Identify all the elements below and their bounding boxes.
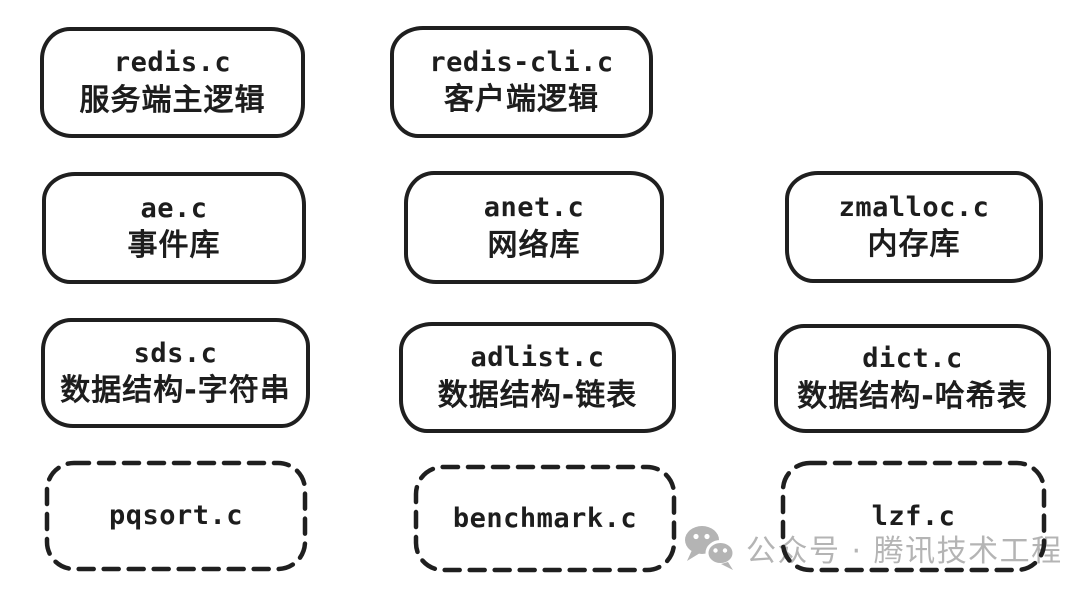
file-desc-label: 数据结构-字符串 — [60, 373, 291, 409]
file-name-label: benchmark.c — [452, 502, 638, 534]
box-dict-c: dict.c 数据结构-哈希表 — [774, 324, 1051, 433]
file-name-label: dict.c — [862, 343, 963, 375]
file-name-label: ae.c — [140, 192, 208, 224]
file-desc-label: 服务端主逻辑 — [79, 82, 266, 118]
box-redis-cli-c: redis-cli.c 客户端逻辑 — [390, 26, 653, 138]
file-name-label: sds.c — [133, 337, 218, 369]
file-name-label: adlist.c — [470, 342, 605, 374]
file-desc-label: 数据结构-链表 — [437, 377, 638, 413]
box-anet-c: anet.c 网络库 — [404, 171, 664, 284]
file-desc-label: 内存库 — [867, 227, 961, 263]
file-name-label: pqsort.c — [108, 500, 244, 532]
file-desc-label: 事件库 — [127, 228, 221, 264]
box-zmalloc-c: zmalloc.c 内存库 — [785, 171, 1043, 283]
wechat-icon — [685, 526, 736, 570]
file-desc-label: 网络库 — [487, 227, 581, 263]
file-name-label: redis-cli.c — [429, 46, 614, 78]
file-desc-label: 数据结构-哈希表 — [797, 378, 1028, 414]
box-pqsort-c: pqsort.c — [44, 460, 308, 572]
file-name-label: anet.c — [483, 192, 585, 224]
box-benchmark-c: benchmark.c — [413, 464, 677, 573]
file-name-label: lzf.c — [871, 500, 956, 532]
file-name-label: zmalloc.c — [838, 191, 990, 223]
box-lzf-c: lzf.c — [780, 460, 1047, 573]
box-adlist-c: adlist.c 数据结构-链表 — [399, 322, 676, 433]
file-desc-label: 客户端逻辑 — [444, 82, 599, 118]
box-redis-c: redis.c 服务端主逻辑 — [40, 27, 305, 138]
box-sds-c: sds.c 数据结构-字符串 — [41, 318, 310, 428]
box-ae-c: ae.c 事件库 — [42, 172, 306, 284]
file-name-label: redis.c — [113, 47, 232, 79]
